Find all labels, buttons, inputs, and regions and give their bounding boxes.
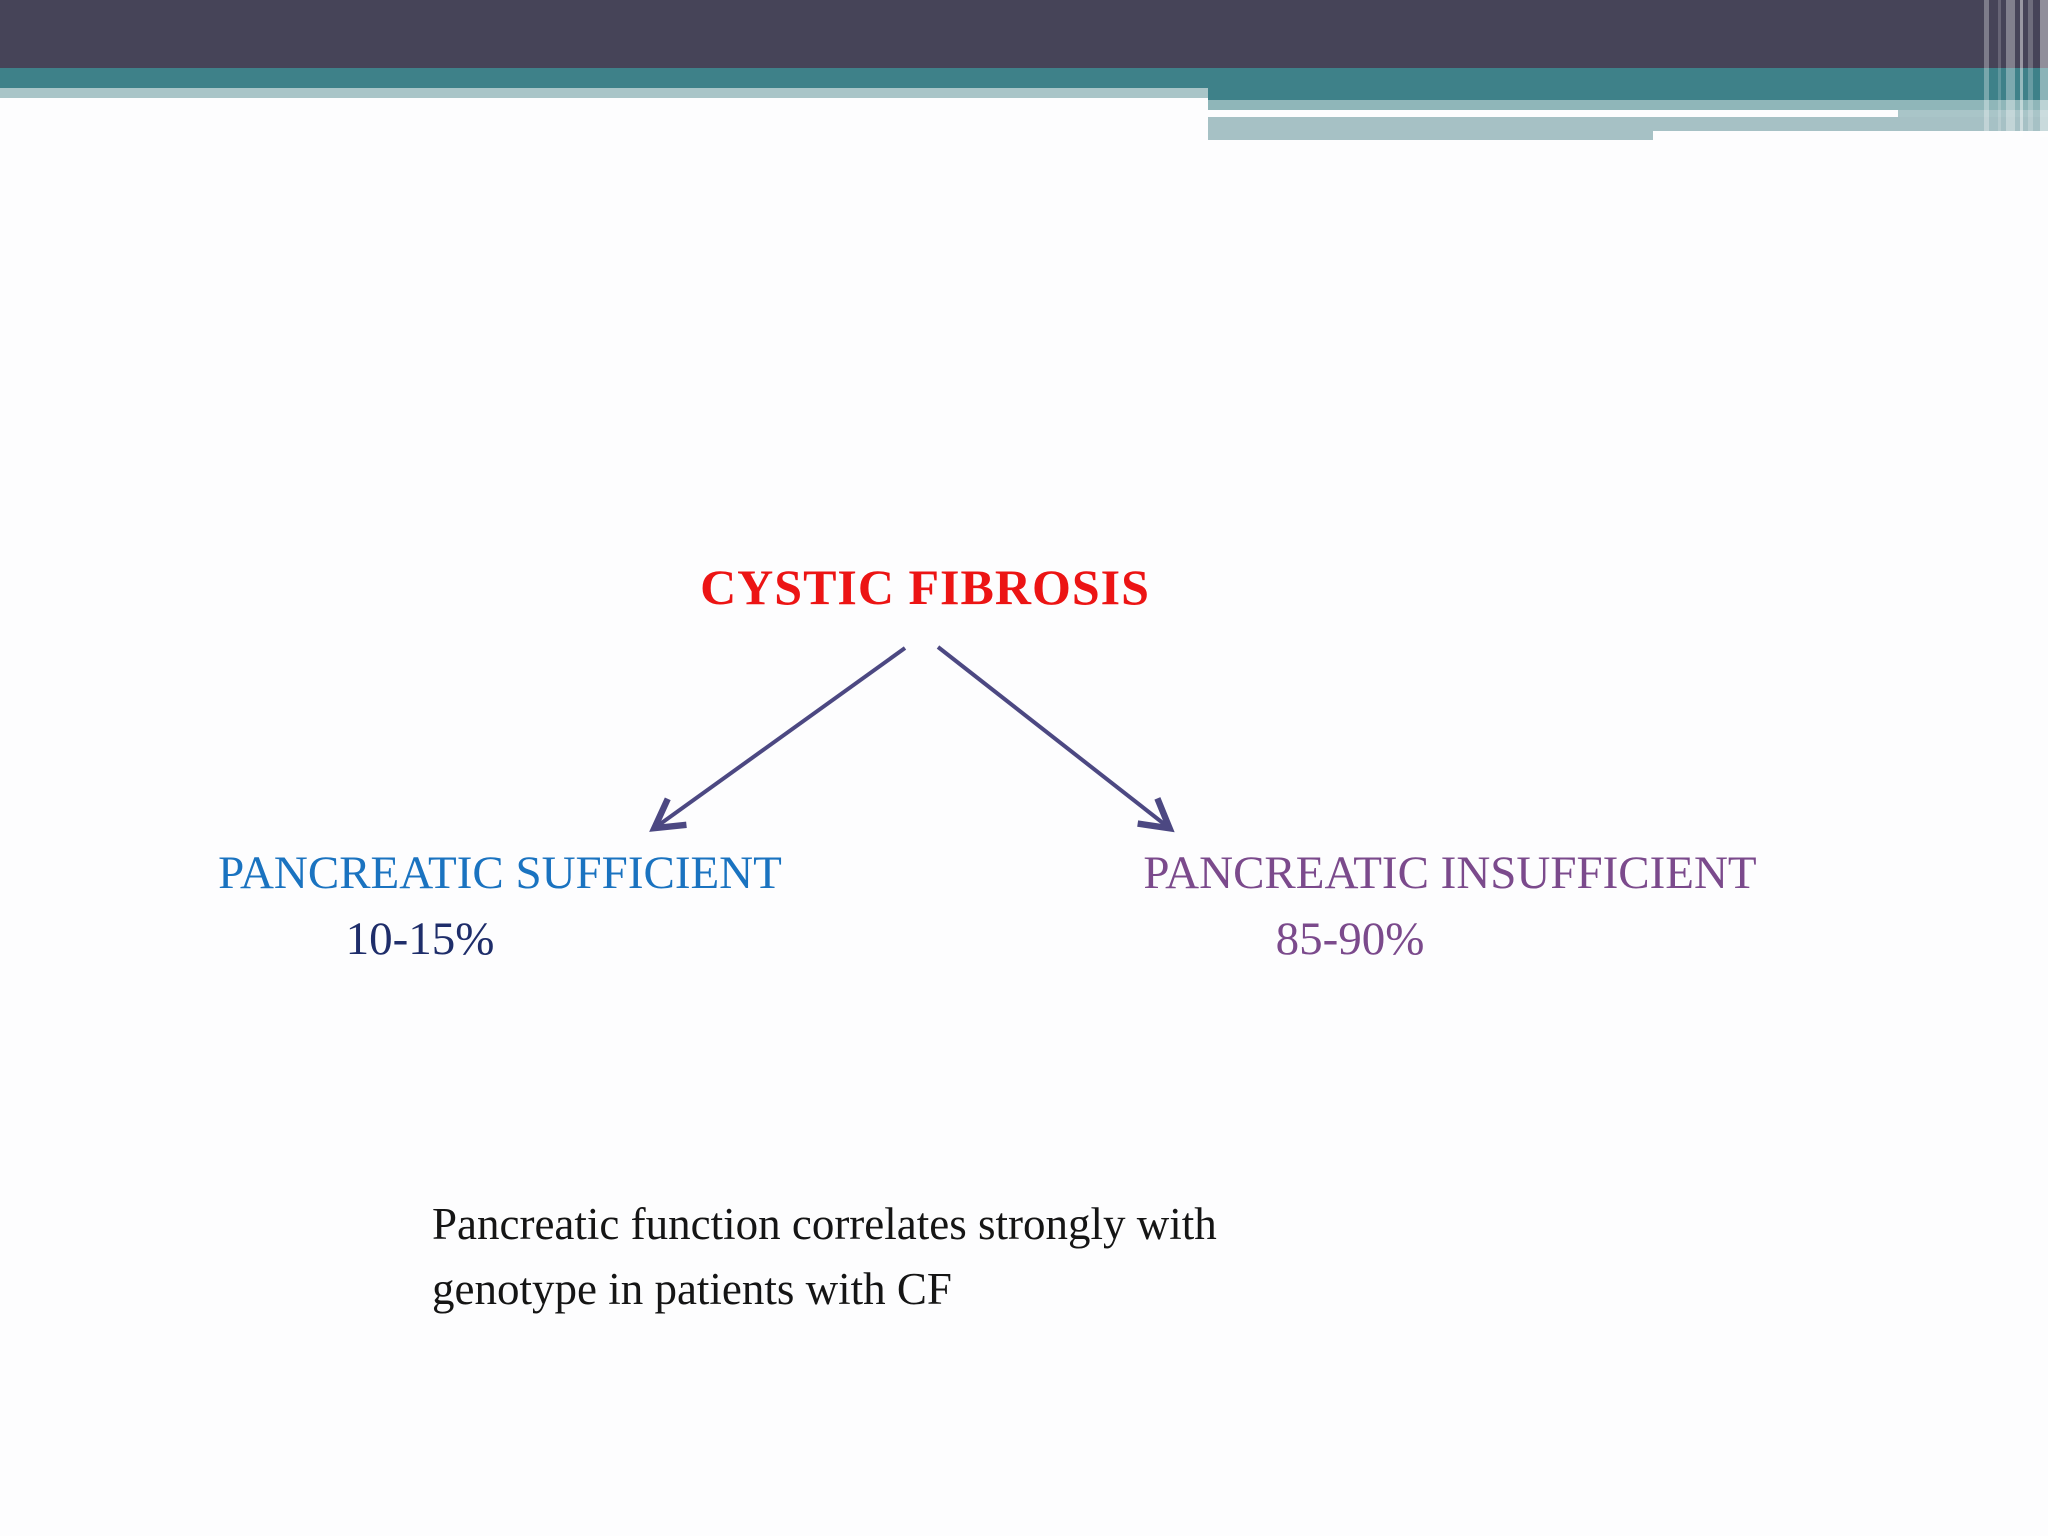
arrow-to-left-branch: [649, 646, 907, 832]
header-vertical-stripe: [2006, 0, 2015, 137]
branch-left-percent: 10-15%: [345, 913, 495, 965]
header-vertical-stripe: [2020, 0, 2023, 137]
header-right-teal-block: [1208, 88, 2048, 100]
header-bar-teal: [0, 68, 2048, 88]
arrow-to-right-branch: [936, 645, 1175, 833]
header-bar-dark: [0, 0, 2048, 68]
header-vertical-stripe: [2028, 0, 2033, 137]
header-vertical-stripe: [2040, 0, 2048, 137]
branch-right-label: PANCREATIC INSUFFICIENT: [1143, 847, 1757, 899]
header-right-band-upper: [1898, 110, 2048, 117]
branch-left-label: PANCREATIC SUFFICIENT: [218, 847, 782, 899]
diagram-root-title: CYSTIC FIBROSIS: [700, 559, 1150, 615]
note-text: Pancreatic function correlates strongly …: [432, 1199, 1217, 1315]
header-vertical-stripe: [1984, 0, 1989, 137]
header-right-band: [1208, 117, 2048, 131]
header-right-light-stripe: [1208, 100, 2048, 110]
branch-right-percent: 85-90%: [1275, 913, 1425, 965]
header-stripe-light-left: [0, 88, 1208, 98]
header-right-band-lower: [1208, 131, 1653, 140]
header-vertical-stripe: [1998, 0, 2001, 137]
